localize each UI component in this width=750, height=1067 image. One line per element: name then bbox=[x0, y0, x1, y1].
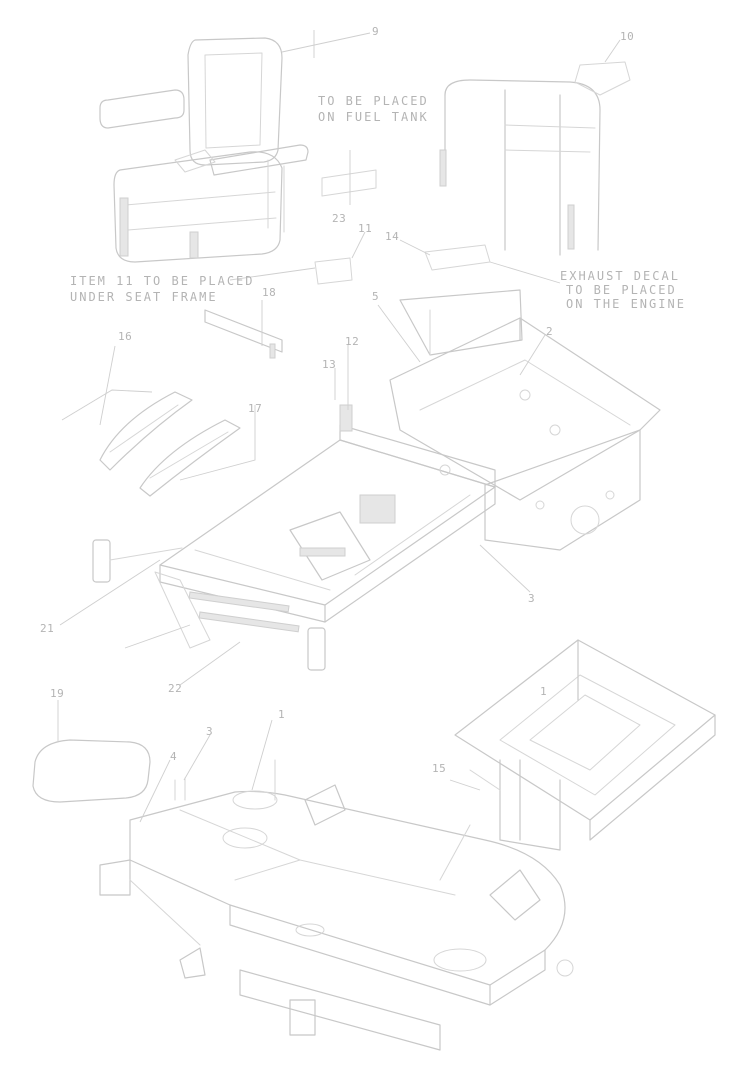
side-guards: 16 17 bbox=[61, 330, 262, 497]
callout-10-label: 10 bbox=[620, 30, 634, 43]
callout-2-label: 2 bbox=[546, 325, 553, 338]
callout-1-label-deck: 1 bbox=[278, 708, 285, 721]
footrest-15: 15 1 bbox=[432, 639, 716, 851]
engine-note-line2: TO BE PLACED bbox=[566, 283, 677, 297]
callout-3-label-deck: 3 bbox=[206, 725, 213, 738]
mower-deck: 1 3 4 bbox=[99, 708, 574, 1051]
seat-frame-note-line1: ITEM 11 TO BE PLACED bbox=[70, 274, 255, 288]
callout-18-label: 18 bbox=[262, 286, 276, 299]
rops-guard: 10 bbox=[439, 30, 634, 256]
callout-5-label: 5 bbox=[372, 290, 379, 303]
decal-11: 11 bbox=[229, 222, 372, 285]
seat-assembly bbox=[99, 37, 309, 263]
seat-frame-note: ITEM 11 TO BE PLACED UNDER SEAT FRAME bbox=[70, 274, 255, 304]
bracket-18: 18 bbox=[204, 286, 283, 359]
fuel-tank-note-line1: TO BE PLACED bbox=[318, 94, 429, 108]
callout-22-label: 22 bbox=[168, 682, 182, 695]
callout-1-label-footrest: 1 bbox=[540, 685, 547, 698]
seat-frame-note-line2: UNDER SEAT FRAME bbox=[70, 290, 218, 304]
callout-21-label: 21 bbox=[40, 622, 54, 635]
callout-14-label: 14 bbox=[385, 230, 399, 243]
exhaust-decal: 14 EXHAUST DECAL TO BE PLACED ON THE ENG… bbox=[385, 230, 686, 311]
callout-19-label: 19 bbox=[50, 687, 64, 700]
callout-12-label: 12 bbox=[345, 335, 359, 348]
callout-13-label: 13 bbox=[322, 358, 336, 371]
fuel-tank-note: TO BE PLACED ON FUEL TANK bbox=[318, 94, 429, 124]
callout-23-label: 23 bbox=[332, 212, 346, 225]
callout-17-label: 17 bbox=[248, 402, 262, 415]
callout-9: 9 bbox=[281, 25, 379, 58]
callout-16-label: 16 bbox=[118, 330, 132, 343]
main-frame: 12 13 2 5 3 21 22 bbox=[40, 289, 661, 695]
callout-4-label-deck: 4 bbox=[170, 750, 177, 763]
decal-23: 23 bbox=[321, 150, 377, 225]
engine-note-line3: ON THE ENGINE bbox=[566, 297, 686, 311]
callout-11-label: 11 bbox=[358, 222, 372, 235]
fuel-tank-note-line2: ON FUEL TANK bbox=[318, 110, 429, 124]
callout-9-label: 9 bbox=[372, 25, 379, 38]
callout-3-label: 3 bbox=[528, 592, 535, 605]
cover-19: 19 bbox=[32, 687, 151, 803]
engine-note-line1: EXHAUST DECAL bbox=[560, 269, 680, 283]
callout-15-label: 15 bbox=[432, 762, 446, 775]
